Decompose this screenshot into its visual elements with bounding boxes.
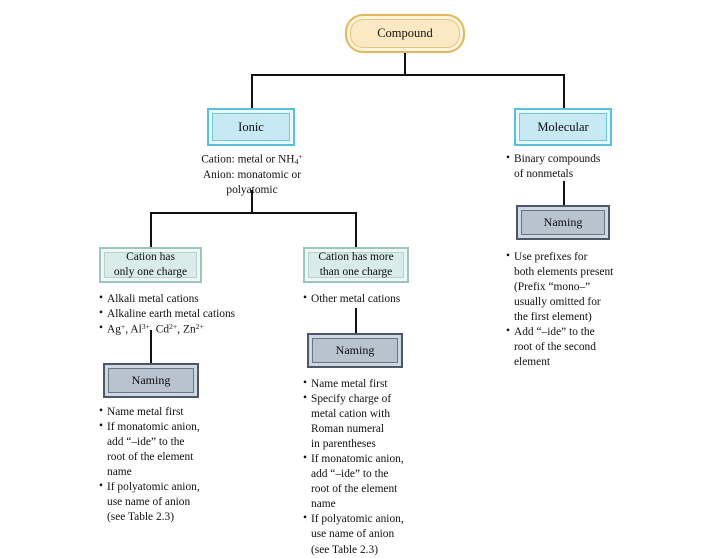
more-charge-description: Other metal cations: [303, 291, 433, 307]
molecular-description: Binary compounds of nonmetals: [506, 151, 646, 182]
connector-to-more-charge: [355, 212, 357, 247]
list-item: Other metal cations: [303, 291, 433, 307]
list-item: Name metal first: [303, 376, 443, 392]
naming-one-charge-rules: Name metal first If monatomic anion, add…: [99, 404, 239, 525]
list-item: If monatomic anion, add “–ide” to the ro…: [303, 451, 443, 512]
connector-more-charge-to-naming: [355, 308, 357, 333]
ionic-desc-line1: Cation: metal or NH4+: [201, 152, 303, 167]
connector-to-ionic: [251, 74, 253, 108]
node-cation-more-charge-line2: than one charge: [319, 266, 393, 278]
connector-level2-bar: [251, 74, 565, 76]
node-compound[interactable]: Compound: [345, 14, 465, 53]
list-item: If polyatomic anion, use name of anion (…: [303, 511, 443, 557]
node-cation-one-charge-line2: only one charge: [113, 266, 188, 278]
node-naming-more-charge[interactable]: Naming: [307, 333, 403, 368]
node-naming-one-charge[interactable]: Naming: [103, 363, 199, 398]
ionic-description: Cation: metal or NH4+ Anion: monatomic o…: [185, 152, 319, 198]
one-charge-description: Alkali metal cations Alkaline earth meta…: [99, 291, 259, 338]
ionic-desc-line3: polyatomic: [226, 183, 278, 196]
node-naming-molecular[interactable]: Naming: [516, 205, 610, 240]
list-item: If monatomic anion, add “–ide” to the ro…: [99, 419, 239, 480]
node-molecular[interactable]: Molecular: [514, 108, 612, 146]
connector-one-charge-to-naming: [150, 330, 152, 363]
node-cation-more-charge[interactable]: Cation has more than one charge: [303, 247, 409, 283]
node-naming-more-charge-label: Naming: [335, 343, 375, 357]
connector-molecular-to-naming: [563, 181, 565, 205]
ionic-desc-line2: Anion: monatomic or: [202, 168, 302, 181]
connector-to-molecular: [563, 74, 565, 108]
connector-ionic-stem: [251, 190, 253, 213]
node-ionic-label: Ionic: [238, 119, 264, 134]
list-item: Specify charge of metal cation with Roma…: [303, 391, 443, 452]
node-naming-one-charge-label: Naming: [131, 373, 171, 387]
node-cation-more-charge-line1: Cation has more: [318, 251, 394, 264]
node-naming-molecular-label: Naming: [543, 215, 583, 229]
node-compound-label: Compound: [377, 26, 433, 40]
list-item: Alkali metal cations: [99, 291, 259, 307]
list-item: Binary compounds of nonmetals: [506, 151, 646, 182]
list-item-ions: Ag+, Al3+, Cd2+, Zn2+: [99, 321, 259, 338]
list-item: If polyatomic anion, use name of anion (…: [99, 479, 239, 525]
list-item: Use prefixes for both elements present (…: [506, 249, 651, 325]
connector-level3-bar: [150, 212, 357, 214]
list-item: Name metal first: [99, 404, 239, 420]
node-molecular-label: Molecular: [537, 119, 589, 134]
naming-more-charge-rules: Name metal first Specify charge of metal…: [303, 376, 443, 558]
naming-molecular-rules: Use prefixes for both elements present (…: [506, 249, 651, 370]
connector-to-one-charge: [150, 212, 152, 247]
flowchart-canvas: Compound Ionic Molecular Cation has only…: [0, 0, 720, 540]
node-cation-one-charge-line1: Cation has: [126, 251, 175, 264]
node-ionic[interactable]: Ionic: [207, 108, 295, 146]
connector-root-stem: [404, 53, 406, 75]
list-item: Alkaline earth metal cations: [99, 306, 259, 322]
node-cation-one-charge[interactable]: Cation has only one charge: [99, 247, 202, 283]
list-item: Add “–ide” to the root of the second ele…: [506, 324, 651, 370]
